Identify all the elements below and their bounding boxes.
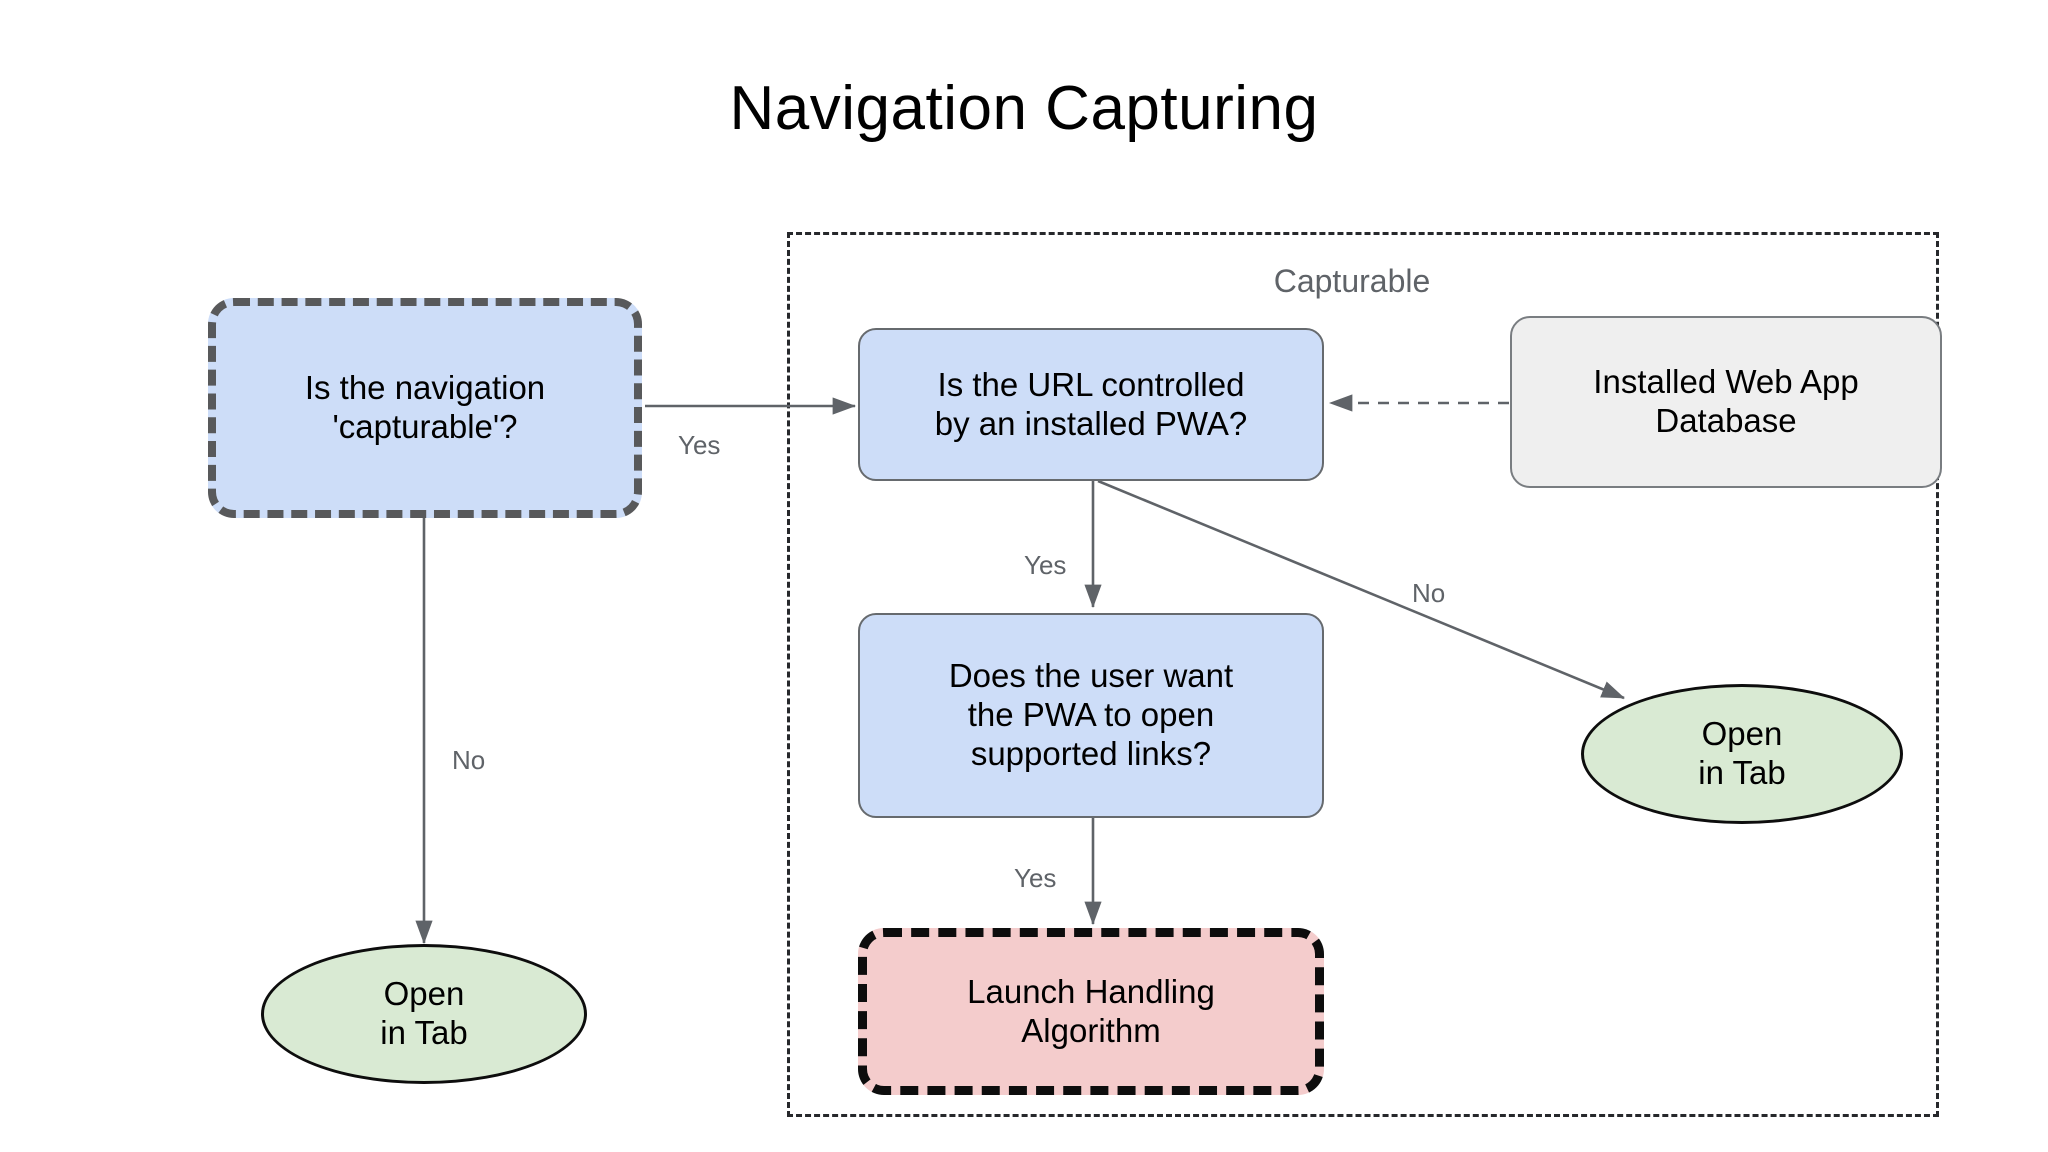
edge-label-url-yes: Yes bbox=[1024, 550, 1067, 580]
capturable-group-label: Capturable bbox=[1273, 263, 1431, 299]
node-label: Launch Handling Algorithm bbox=[967, 972, 1215, 1049]
node-open-in-tab-left[interactable]: Open in Tab bbox=[261, 944, 587, 1084]
node-open-in-tab-right[interactable]: Open in Tab bbox=[1581, 684, 1903, 824]
node-label: Open in Tab bbox=[1698, 715, 1786, 791]
node-is-navigation-capturable[interactable]: Is the navigation 'capturable'? bbox=[208, 298, 642, 518]
node-label: Is the URL controlled by an installed PW… bbox=[934, 365, 1248, 442]
node-label: Does the user want the PWA to open suppo… bbox=[948, 657, 1234, 772]
edge-label-capturable-no: No bbox=[452, 745, 486, 775]
edge-label-url-no: No bbox=[1412, 578, 1446, 608]
node-installed-web-app-database[interactable]: Installed Web App Database bbox=[1510, 316, 1942, 488]
node-label: Open in Tab bbox=[380, 975, 468, 1051]
node-label: Installed Web App Database bbox=[1593, 363, 1859, 439]
node-does-user-want-pwa-open[interactable]: Does the user want the PWA to open suppo… bbox=[858, 613, 1324, 818]
edge-label-user-want-yes: Yes bbox=[1014, 863, 1057, 893]
node-launch-handling-algorithm[interactable]: Launch Handling Algorithm bbox=[858, 928, 1324, 1095]
node-is-url-controlled[interactable]: Is the URL controlled by an installed PW… bbox=[858, 328, 1324, 481]
edge-label-capturable-yes: Yes bbox=[678, 430, 721, 460]
page-title: Navigation Capturing bbox=[729, 74, 1319, 143]
node-label: Is the navigation 'capturable'? bbox=[304, 369, 546, 445]
capturable-group-box bbox=[787, 232, 1939, 1117]
